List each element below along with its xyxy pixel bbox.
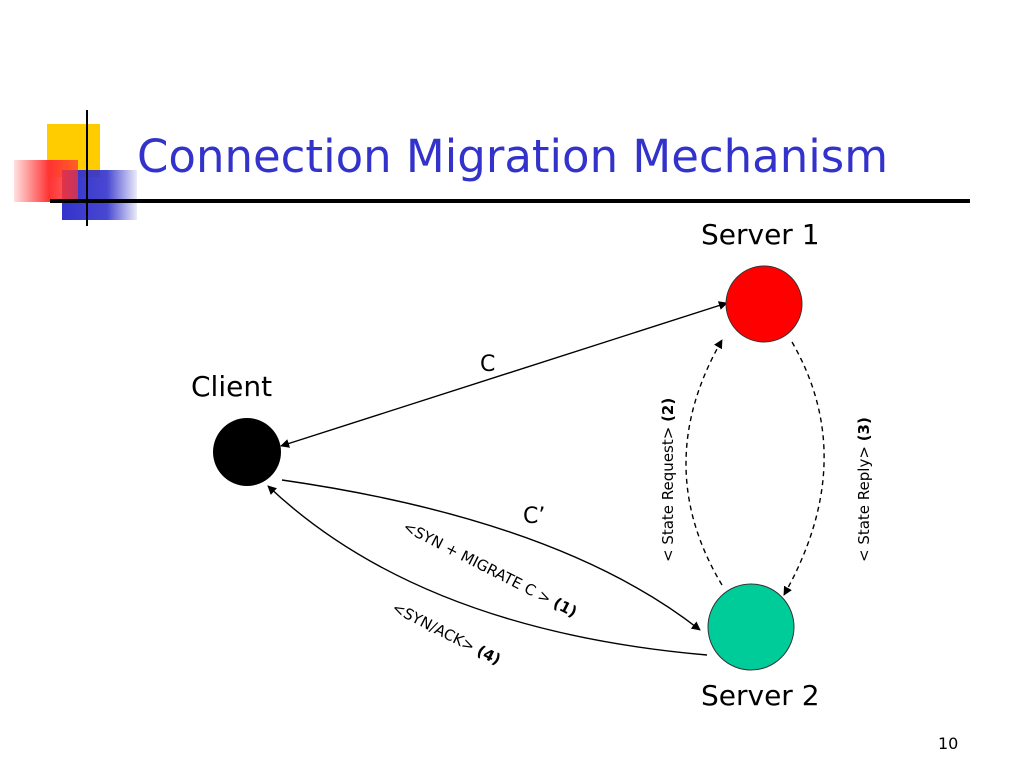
syn-ack-label: <SYN/ACK> (4)	[389, 599, 503, 669]
state-request-num: (2)	[659, 398, 677, 422]
diagram-edges	[267, 301, 825, 656]
edge-state-request	[685, 339, 723, 586]
edge-syn-ack	[267, 485, 708, 656]
client-label: Client	[191, 370, 272, 403]
server2-node	[707, 583, 795, 671]
syn-ack-text: <SYN/ACK>	[389, 599, 482, 658]
state-request-label: < State Request> (2)	[659, 398, 677, 562]
ornament-red-square	[14, 160, 78, 202]
connection-c-label: C	[480, 352, 495, 377]
state-reply-label: < State Reply> (3)	[855, 417, 873, 562]
syn-migrate-text: <SYN + MIGRATE C >	[400, 518, 558, 611]
server1-node	[725, 265, 803, 343]
server2-label: Server 2	[701, 679, 820, 712]
edge-state-reply	[783, 341, 825, 596]
state-reply-num: (3)	[855, 417, 873, 441]
edge-c-client-server1	[280, 301, 728, 448]
client-node	[213, 418, 281, 486]
syn-migrate-label: <SYN + MIGRATE C > (1)	[400, 518, 580, 621]
edge-syn-migrate	[281, 479, 701, 631]
state-request-text: < State Request>	[659, 422, 677, 562]
title-ornament	[14, 110, 137, 226]
connection-c-prime-label: C’	[523, 504, 545, 529]
slide-title: Connection Migration Mechanism	[137, 130, 888, 183]
page-number: 10	[938, 734, 958, 753]
state-reply-text: < State Reply>	[855, 441, 873, 562]
server1-label: Server 1	[701, 218, 820, 251]
